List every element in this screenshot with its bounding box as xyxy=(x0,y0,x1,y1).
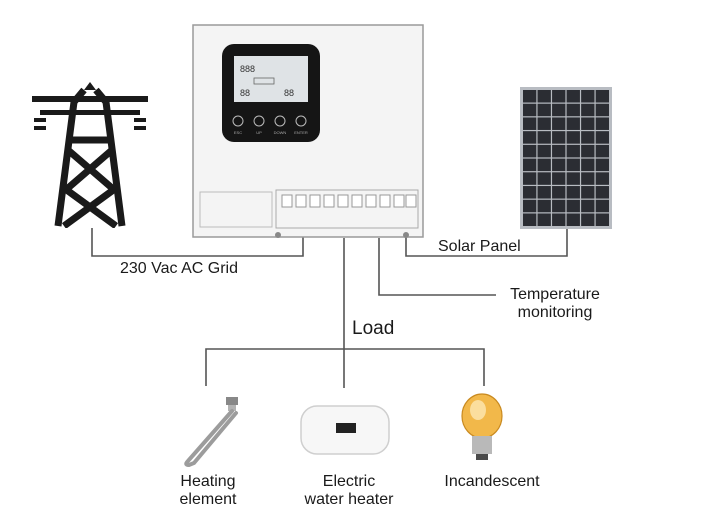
solar-cell xyxy=(581,144,595,158)
temperature-label-line1: Temperature xyxy=(510,286,600,303)
solar-cell xyxy=(581,90,595,103)
solar-cell xyxy=(537,199,551,213)
solar-cell xyxy=(566,103,580,117)
solar-cell xyxy=(581,199,595,213)
solar-cell xyxy=(523,172,537,185)
solar-cell xyxy=(552,144,566,158)
solar-cell xyxy=(552,213,566,226)
solar-cell xyxy=(566,186,580,199)
solar-cell xyxy=(537,158,551,172)
water-label-line2: water heater xyxy=(304,491,394,508)
solar-cell xyxy=(552,117,566,130)
solar-cell xyxy=(552,186,566,199)
solar-cell xyxy=(581,186,595,199)
button-label-up: UP xyxy=(256,130,262,135)
solar-cell xyxy=(537,117,551,130)
button-label-down: DOWN xyxy=(274,130,287,135)
water-heater-icon xyxy=(300,405,390,455)
solar-cell xyxy=(581,117,595,130)
solar-cell xyxy=(523,90,537,103)
solar-cell xyxy=(595,131,609,144)
solar-cell xyxy=(595,158,609,172)
solar-cell xyxy=(566,199,580,213)
transmission-tower-icon xyxy=(32,82,148,228)
heating-element-label: Heating element xyxy=(158,473,258,509)
heating-element-icon xyxy=(184,397,238,467)
solar-cell xyxy=(552,158,566,172)
solar-cell xyxy=(537,186,551,199)
solar-cell xyxy=(566,117,580,130)
solar-cell xyxy=(552,103,566,117)
solar-cell xyxy=(595,90,609,103)
solar-cell xyxy=(537,213,551,226)
solar-cell xyxy=(595,213,609,226)
button-label-enter: ENTER xyxy=(294,130,308,135)
solar-cell xyxy=(566,158,580,172)
grid-wire xyxy=(91,228,304,257)
water-label-line1: Electric xyxy=(322,473,376,490)
solar-cell xyxy=(537,172,551,185)
incandescent-label: Incandescent xyxy=(444,473,540,490)
solar-panel-icon xyxy=(520,87,612,229)
solar-wire xyxy=(405,228,568,257)
solar-cell xyxy=(566,213,580,226)
solar-cell xyxy=(537,90,551,103)
light-bulb-icon xyxy=(461,393,503,460)
solar-cell xyxy=(566,131,580,144)
solar-cell xyxy=(595,117,609,130)
solar-cell xyxy=(552,199,566,213)
solar-cell xyxy=(566,90,580,103)
solar-cell xyxy=(537,131,551,144)
temperature-label-line2: monitoring xyxy=(517,304,593,321)
solar-cell xyxy=(566,144,580,158)
solar-cell xyxy=(581,172,595,185)
solar-cell xyxy=(595,199,609,213)
solar-cell xyxy=(581,103,595,117)
solar-cell xyxy=(581,213,595,226)
temperature-monitoring-label: Temperature monitoring xyxy=(496,286,614,322)
solar-cell xyxy=(566,172,580,185)
solar-cell xyxy=(523,144,537,158)
water-heater-label: Electric water heater xyxy=(290,473,408,509)
solar-cell xyxy=(595,103,609,117)
solar-cell xyxy=(595,172,609,185)
load-label: Load xyxy=(352,318,395,339)
display-top-digits: 888 xyxy=(240,64,255,74)
solar-cell xyxy=(595,186,609,199)
temperature-wire xyxy=(378,238,496,296)
load-bus xyxy=(205,348,485,386)
heating-label-line1: Heating xyxy=(180,473,236,490)
display-right-digits: 88 xyxy=(284,88,294,98)
solar-cell xyxy=(523,117,537,130)
solar-cell xyxy=(552,131,566,144)
solar-cell xyxy=(523,131,537,144)
solar-cell xyxy=(523,103,537,117)
display-left-digits: 88 xyxy=(240,88,250,98)
solar-cell xyxy=(552,172,566,185)
solar-cell xyxy=(581,131,595,144)
solar-cell xyxy=(523,199,537,213)
solar-panel-label: Solar Panel xyxy=(438,238,521,255)
solar-cell xyxy=(595,144,609,158)
solar-cell xyxy=(523,213,537,226)
solar-cell xyxy=(537,144,551,158)
solar-cell xyxy=(523,158,537,172)
controller-device: 888 88 88 ESC UP DOWN ENTER xyxy=(192,24,424,238)
heating-label-line2: element xyxy=(179,491,237,508)
solar-cell xyxy=(581,158,595,172)
solar-cell xyxy=(523,186,537,199)
grid-label: 230 Vac AC Grid xyxy=(120,260,238,277)
solar-cell xyxy=(537,103,551,117)
solar-cell xyxy=(552,90,566,103)
button-label-esc: ESC xyxy=(234,130,242,135)
